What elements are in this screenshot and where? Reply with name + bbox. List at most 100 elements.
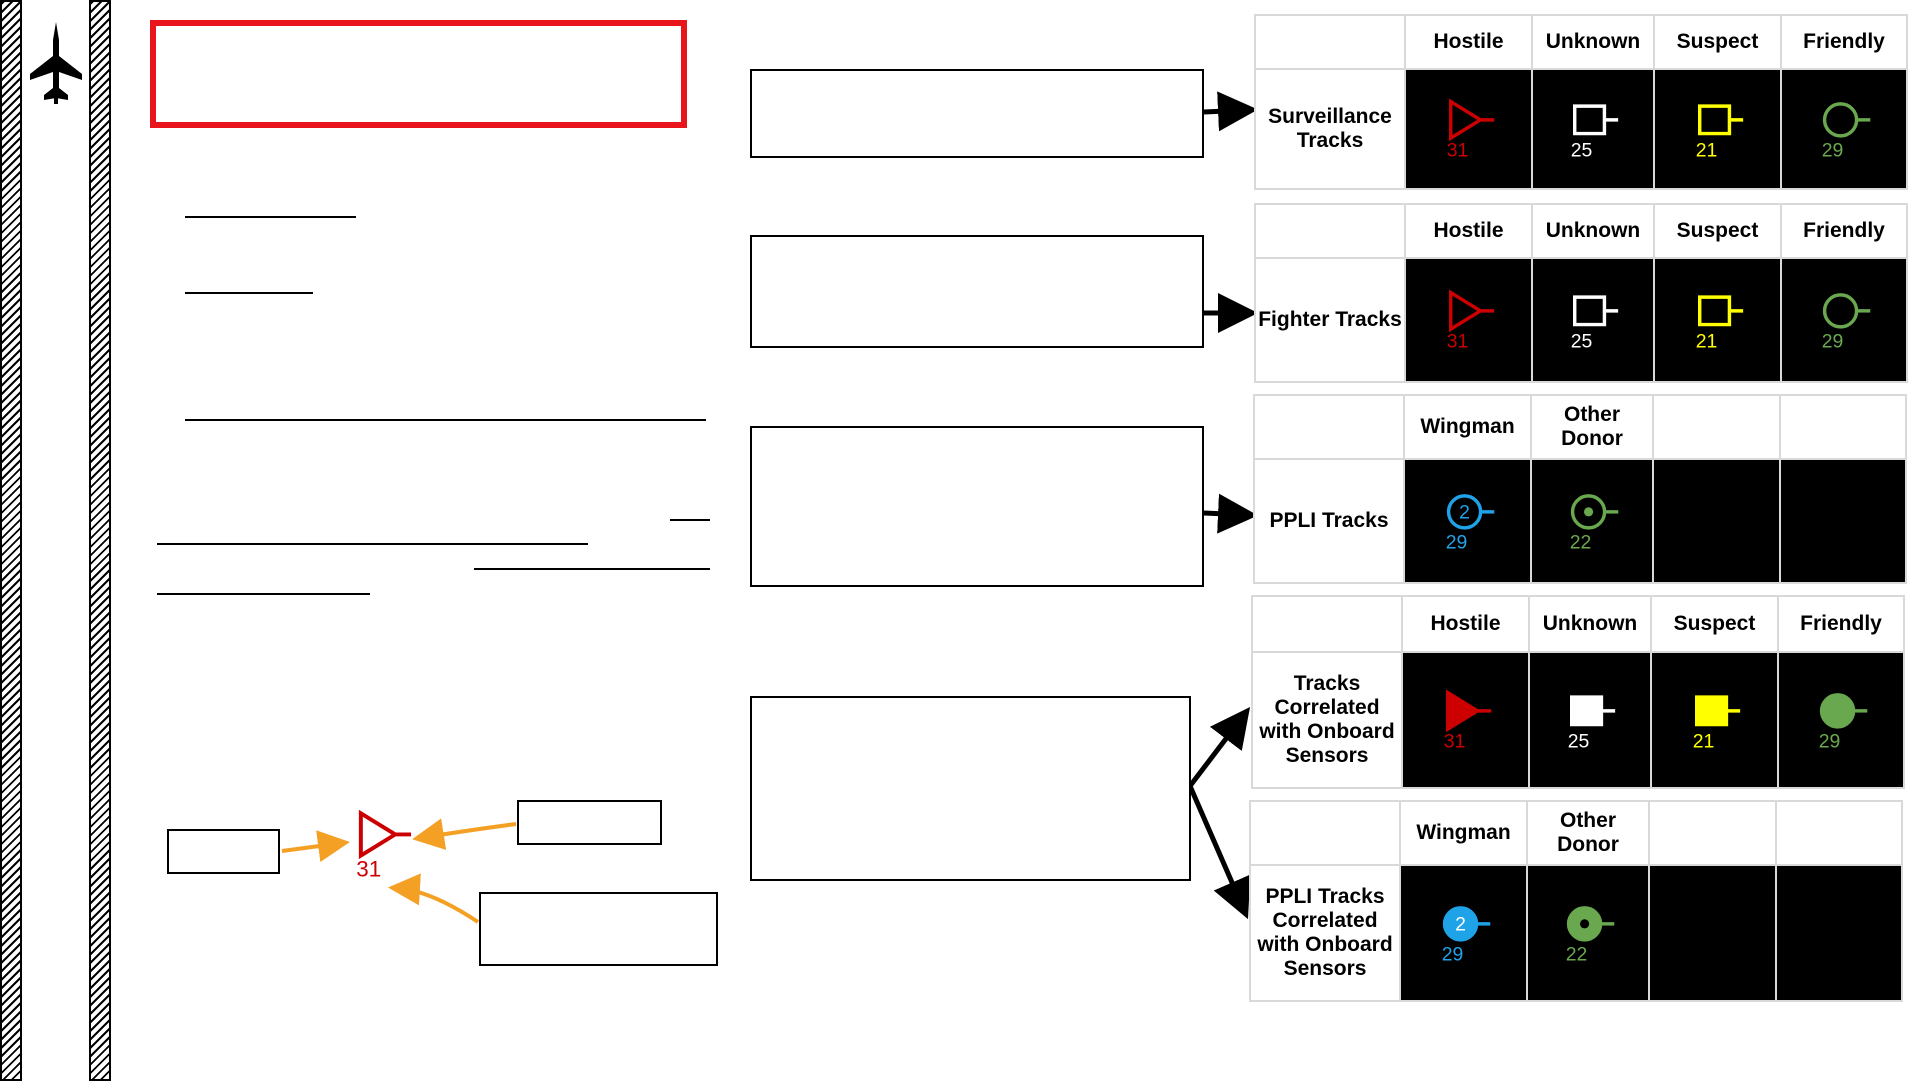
donor-circle-icon: 22	[1570, 494, 1619, 553]
symbol-cell: 22	[1530, 458, 1654, 584]
symbol-cell: 31	[1404, 257, 1533, 383]
suspect-square-icon: 21	[1692, 695, 1740, 752]
title-box	[150, 20, 687, 128]
friendly-circle-icon: 29	[1822, 102, 1871, 161]
symbol-cell	[1652, 458, 1781, 584]
column-header: Other Donor	[1530, 394, 1654, 460]
svg-text:25: 25	[1571, 139, 1593, 161]
fighter-jet-icon	[30, 22, 82, 104]
donor-circle-icon: 22	[1566, 906, 1615, 965]
svg-text:2: 2	[1455, 914, 1466, 936]
symbol-cell: 25	[1528, 651, 1652, 789]
row-label: PPLI Tracks	[1253, 458, 1405, 584]
friendly-circle-icon: 29	[1819, 693, 1868, 752]
arrow-top-right	[412, 818, 517, 851]
table-corner	[1253, 394, 1405, 460]
legend-hostile-triangle-icon: 31	[356, 809, 412, 882]
row-label: PPLI Tracks Correlated with Onboard Sens…	[1249, 864, 1401, 1002]
column-header: Friendly	[1780, 203, 1908, 259]
column-header: Wingman	[1399, 800, 1528, 866]
middle-box-3	[750, 426, 1204, 587]
table-corner	[1254, 203, 1406, 259]
middle-box-1	[750, 69, 1204, 158]
blank-line-5	[157, 543, 588, 545]
column-header	[1652, 394, 1781, 460]
svg-text:22: 22	[1566, 943, 1588, 965]
symbol-cell	[1779, 458, 1907, 584]
svg-text:21: 21	[1695, 139, 1717, 161]
svg-text:29: 29	[1819, 730, 1841, 752]
column-header: Other Donor	[1526, 800, 1650, 866]
svg-text:29: 29	[1822, 330, 1844, 352]
wingman-circle-icon: 229	[1445, 494, 1494, 553]
svg-text:21: 21	[1692, 730, 1714, 752]
empty-cell	[1804, 901, 1874, 965]
empty-cell	[1808, 489, 1878, 553]
arrow-bottom-right	[388, 873, 480, 924]
callout-box-left	[167, 829, 280, 874]
column-header: Friendly	[1780, 14, 1908, 70]
svg-text:21: 21	[1695, 330, 1717, 352]
symbol-cell	[1648, 864, 1777, 1002]
symbol-cell: 21	[1653, 257, 1782, 383]
unknown-square-icon: 25	[1571, 104, 1619, 161]
symbol-cell: 21	[1653, 68, 1782, 190]
suspect-square-icon: 21	[1695, 295, 1743, 352]
symbol-cell: 29	[1780, 257, 1908, 383]
sidebar-rail-right	[89, 0, 111, 1081]
column-header	[1775, 800, 1903, 866]
legend-arrows	[281, 818, 517, 924]
row-label: Surveillance Tracks	[1254, 68, 1406, 190]
column-header: Hostile	[1404, 14, 1533, 70]
column-header	[1648, 800, 1777, 866]
column-header: Suspect	[1653, 203, 1782, 259]
arrow-to-table-5	[1190, 785, 1251, 920]
callout-box-top-right	[517, 800, 662, 845]
row-label: Fighter Tracks	[1254, 257, 1406, 383]
column-header: Hostile	[1404, 203, 1533, 259]
svg-text:31: 31	[1446, 139, 1468, 161]
column-header: Unknown	[1528, 595, 1652, 653]
symbol-cell: 29	[1777, 651, 1905, 789]
symbol-cell: 21	[1650, 651, 1779, 789]
blank-line-6	[474, 568, 710, 570]
column-header: Suspect	[1650, 595, 1779, 653]
hostile-triangle-icon: 31	[1446, 289, 1494, 352]
svg-text:22: 22	[1570, 531, 1592, 553]
unknown-square-icon: 25	[1568, 695, 1616, 752]
blank-line-2	[185, 292, 313, 294]
hostile-triangle-icon: 31	[1443, 689, 1491, 752]
column-header: Suspect	[1653, 14, 1782, 70]
row-label: Tracks Correlated with Onboard Sensors	[1251, 651, 1403, 789]
arrow-to-table-1	[1203, 91, 1258, 132]
table-corner	[1249, 800, 1401, 866]
sidebar	[0, 0, 113, 1081]
svg-text:29: 29	[1441, 943, 1463, 965]
column-header: Unknown	[1531, 14, 1655, 70]
empty-cell	[1678, 901, 1748, 965]
suspect-square-icon: 21	[1695, 104, 1743, 161]
table-corner	[1251, 595, 1403, 653]
middle-box-2	[750, 235, 1204, 348]
svg-text:29: 29	[1822, 139, 1844, 161]
symbol-cell: 25	[1531, 257, 1655, 383]
svg-text:25: 25	[1568, 730, 1590, 752]
symbol-cell: 29	[1780, 68, 1908, 190]
empty-cell	[1682, 489, 1752, 553]
symbol-cell: 31	[1401, 651, 1530, 789]
unknown-square-icon: 25	[1571, 295, 1619, 352]
wingman-circle-icon: 229	[1441, 906, 1490, 965]
callout-box-bottom-right	[479, 892, 718, 966]
symbol-cell: 22	[1526, 864, 1650, 1002]
blank-line-3	[185, 419, 706, 421]
svg-text:31: 31	[356, 857, 381, 882]
svg-text:31: 31	[1446, 330, 1468, 352]
arrow-to-table-3	[1203, 493, 1258, 534]
middle-box-4	[750, 696, 1191, 881]
symbol-cell: 31	[1404, 68, 1533, 190]
